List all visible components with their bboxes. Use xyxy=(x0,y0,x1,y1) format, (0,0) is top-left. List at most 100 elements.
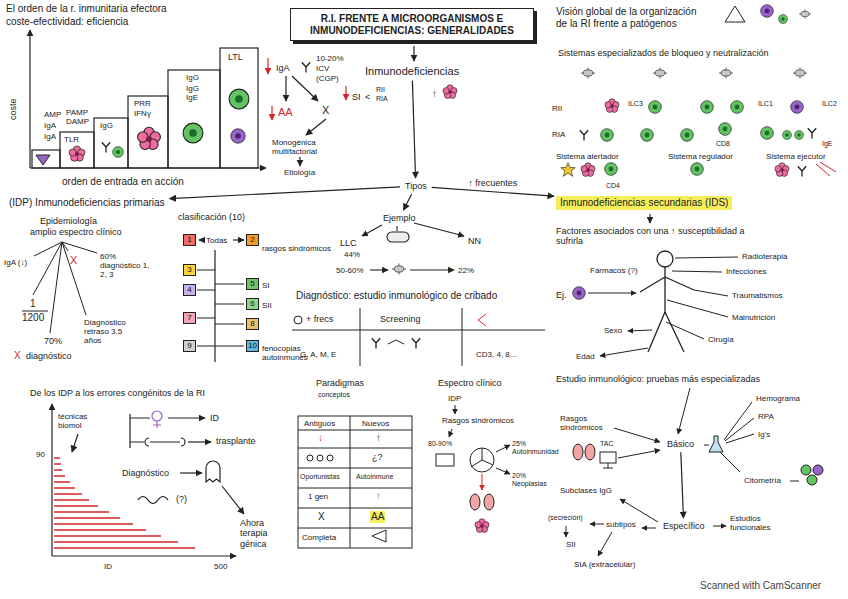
note-label: Oportunistas xyxy=(300,473,340,481)
immunodeficiency-marks xyxy=(345,86,346,100)
spectrum-sketch-part xyxy=(496,445,510,452)
example-arrows-part xyxy=(362,225,382,236)
note-label: ↑ xyxy=(376,490,381,502)
note-label: Autoinmune xyxy=(356,473,393,481)
note-label: conceptos xyxy=(318,391,350,399)
note-label: RIA xyxy=(552,130,565,139)
note-label: CD3, 4, 8... xyxy=(476,350,516,359)
cell-icon xyxy=(573,287,586,300)
immune-cell-rows-part xyxy=(601,129,614,142)
pathogen-icons-part xyxy=(793,67,807,78)
spectrum-sketch-part xyxy=(449,429,452,437)
note-label: 80-90% xyxy=(428,440,452,448)
note-label: X xyxy=(322,104,329,117)
advanced-tests-part xyxy=(642,528,656,529)
classification-axis-part xyxy=(197,270,215,346)
iga-deficiency-arrows-part xyxy=(292,76,318,101)
note-label: LLC xyxy=(340,238,357,248)
note-label: de la RI frente a patógenos xyxy=(556,18,677,30)
note-label: 10-20% xyxy=(316,54,344,63)
note-label: ↑ xyxy=(432,88,437,100)
spectrum-sketch-part xyxy=(470,448,494,472)
ieci-timeline-part xyxy=(138,497,168,504)
note-label: 44% xyxy=(344,250,360,259)
example-arrows-part xyxy=(396,226,397,231)
advanced-tests-part xyxy=(713,526,726,527)
ieci-timeline-part xyxy=(168,417,205,418)
title-box: R.I. FRENTE A MICROORGANISMOS E INMUNODE… xyxy=(290,8,534,41)
note-label: IgA (↓) xyxy=(4,258,27,267)
node-text: 7 xyxy=(185,313,194,323)
note-label: Hemograma xyxy=(756,394,800,403)
immune-cell-rows-part xyxy=(581,163,595,177)
node-text: 1 xyxy=(185,235,194,245)
immune-cell-rows-part xyxy=(816,162,836,176)
study-node: Específico xyxy=(660,520,708,532)
advanced-tests-part xyxy=(801,465,811,475)
antibody-icon xyxy=(372,338,380,348)
advanced-tests-part xyxy=(720,402,754,472)
node-text: 3 xyxy=(185,265,194,275)
immune-cell-rows xyxy=(561,99,836,177)
spectrum-sketch-part xyxy=(496,468,510,474)
gene-discovery-lines-part xyxy=(54,458,195,548)
ieci-timeline-part xyxy=(145,438,185,446)
class-number-tag: 1 xyxy=(183,234,196,246)
note-label: Estudios funcionales xyxy=(730,514,782,532)
note-label: IgA xyxy=(276,63,290,73)
node-text: Básico xyxy=(667,439,694,449)
example-arrows-part xyxy=(414,223,464,236)
note-label: 70% xyxy=(44,336,62,346)
note-label: PRR xyxy=(134,99,151,108)
note-label: (?) xyxy=(176,494,187,504)
bar-icons-part xyxy=(36,155,50,165)
note-label: + frecs xyxy=(306,314,333,324)
node-text: 2 xyxy=(248,235,257,245)
node-text: 4 xyxy=(185,285,194,295)
note-label: Cirugía xyxy=(708,335,734,344)
note-label: Ig's xyxy=(758,430,770,439)
note-label: 1 xyxy=(30,298,36,310)
node-text: 9 xyxy=(185,341,194,351)
advanced-tests-part xyxy=(807,475,817,485)
note-label: Antiguos xyxy=(304,419,335,428)
classification-axis-part xyxy=(233,239,244,240)
note-label: RII xyxy=(552,104,562,113)
advanced-tests-part xyxy=(598,532,612,556)
note-label: Ahora terapia génica xyxy=(240,518,286,549)
antibody-icon xyxy=(302,62,310,72)
note-label: Infecciones xyxy=(726,267,766,276)
note-label: Diagnóstico: estudio inmunológico de cri… xyxy=(296,290,497,302)
screening-table-part xyxy=(478,314,486,326)
pathogen-icons-part xyxy=(719,67,733,78)
immune-cell-rows-part xyxy=(649,101,662,114)
note-label: ILC1 xyxy=(758,100,773,108)
class-number-tag: 9 xyxy=(183,340,196,352)
virus-icon xyxy=(392,263,406,274)
epidemiology-spokes-part xyxy=(22,311,48,312)
connector-arrow xyxy=(681,452,684,518)
advanced-tests xyxy=(566,388,823,556)
ieci-timeline-part xyxy=(206,461,220,482)
node-text: Tipos xyxy=(405,181,427,191)
spectrum-sketch-part xyxy=(470,494,480,510)
immune-cell-rows-part xyxy=(791,101,804,114)
note-label: CD4 xyxy=(606,182,620,190)
ieci-timeline-part xyxy=(52,555,236,556)
note-label: IgA xyxy=(44,132,56,141)
node-text: Inmunodeficiencias secundarias (IDS) xyxy=(560,197,728,209)
spectrum-sketch-part xyxy=(482,474,483,490)
note-label: Diagnóstico xyxy=(122,468,169,478)
advanced-tests-part xyxy=(709,436,723,452)
note-label: Malnutrición xyxy=(732,313,775,322)
gene-discovery-lines xyxy=(54,458,195,548)
note-label: Estudio inmunológico: pruebas más especi… xyxy=(556,374,760,384)
pathogen-icons-part xyxy=(725,6,745,22)
bar-icons xyxy=(36,89,249,165)
note-label: ID xyxy=(210,413,219,423)
screening-table-part xyxy=(292,308,545,366)
advanced-tests-part xyxy=(813,465,823,475)
note-label: Sexo xyxy=(604,326,622,335)
node-text: Específico xyxy=(663,521,705,531)
title-arrow-part xyxy=(413,46,414,61)
